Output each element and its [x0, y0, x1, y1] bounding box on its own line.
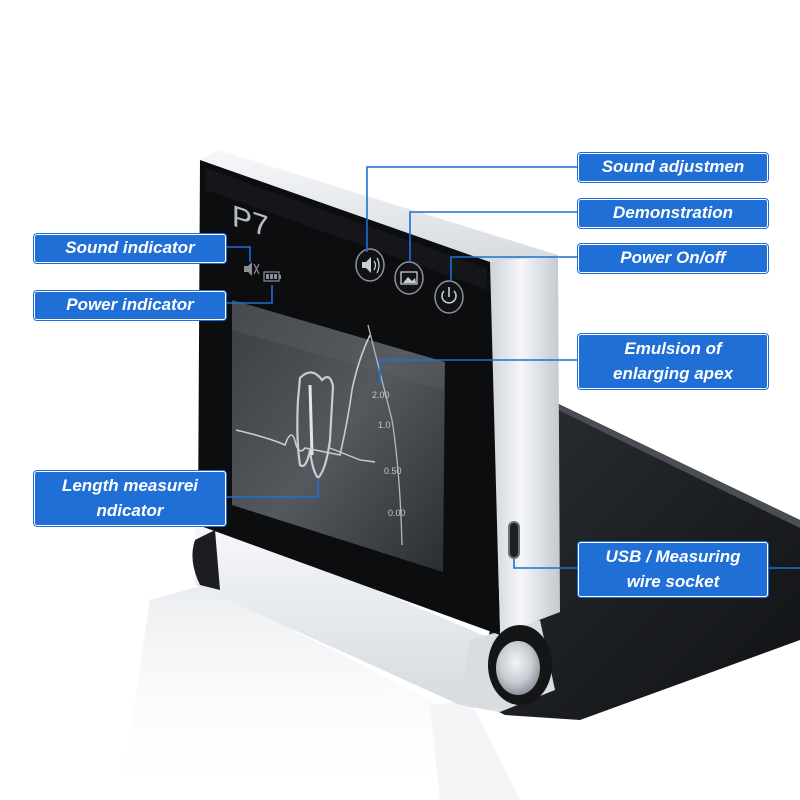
leader-sound-adjust [366, 166, 578, 252]
callout-text: ndicator [96, 501, 164, 520]
callout-text: Length measurei [61, 476, 199, 495]
leader-emulsion [379, 359, 578, 385]
callout-emulsion-apex: Emulsion of enlarging apex [578, 334, 768, 389]
leader-power [450, 256, 578, 281]
apex-waveform [235, 334, 371, 456]
sound-indicator-icon [244, 262, 260, 276]
callout-text: wire socket [626, 572, 720, 591]
callout-text: Demonstration [613, 203, 733, 222]
lcd-screen: 2.00 1.0 0.50 0.00 [232, 300, 445, 572]
power-button[interactable] [434, 280, 464, 314]
picture-icon [400, 271, 418, 285]
callout-text: Power On/off [620, 248, 726, 267]
leader-demonstration [409, 211, 578, 262]
callout-sound-indicator: Sound indicator [34, 234, 226, 263]
callout-demonstration: Demonstration [578, 199, 768, 228]
callout-power-indicator: Power indicator [34, 291, 226, 320]
scale-label: 0.50 [384, 466, 402, 476]
callout-length-measure: Length measurei ndicator [34, 471, 226, 526]
callout-text: Sound adjustmen [601, 157, 745, 176]
leader-usb [513, 558, 578, 569]
device-side [490, 255, 560, 635]
leader-sound-indicator [225, 246, 251, 262]
callout-usb-socket: USB / Measuring wire socket [578, 542, 768, 597]
callout-text: Sound indicator [65, 238, 195, 257]
leader-power-indicator [225, 285, 273, 304]
leader-lines [225, 166, 800, 569]
scale-label: 1.0 [378, 420, 391, 430]
scale-label: 0.00 [388, 508, 406, 518]
callout-text: Emulsion of [624, 339, 722, 358]
sound-adjust-button[interactable] [355, 248, 385, 282]
leader-length [225, 478, 319, 498]
callout-power-on-off: Power On/off [578, 244, 768, 273]
tooth-graphic [296, 371, 335, 480]
callout-text: USB / Measuring [605, 547, 741, 566]
demonstration-button[interactable] [394, 261, 424, 295]
callout-text: Power indicator [66, 295, 194, 314]
device-top [200, 150, 558, 262]
callout-text: enlarging apex [613, 364, 733, 383]
battery-icon [263, 271, 281, 282]
speaker-icon [362, 257, 380, 274]
usb-socket [508, 521, 520, 559]
power-icon [441, 287, 457, 304]
callout-sound-adjustment: Sound adjustmen [578, 153, 768, 182]
scale-label: 2.00 [372, 390, 390, 400]
hinge-knob [488, 625, 552, 705]
table-reflection [120, 585, 520, 800]
